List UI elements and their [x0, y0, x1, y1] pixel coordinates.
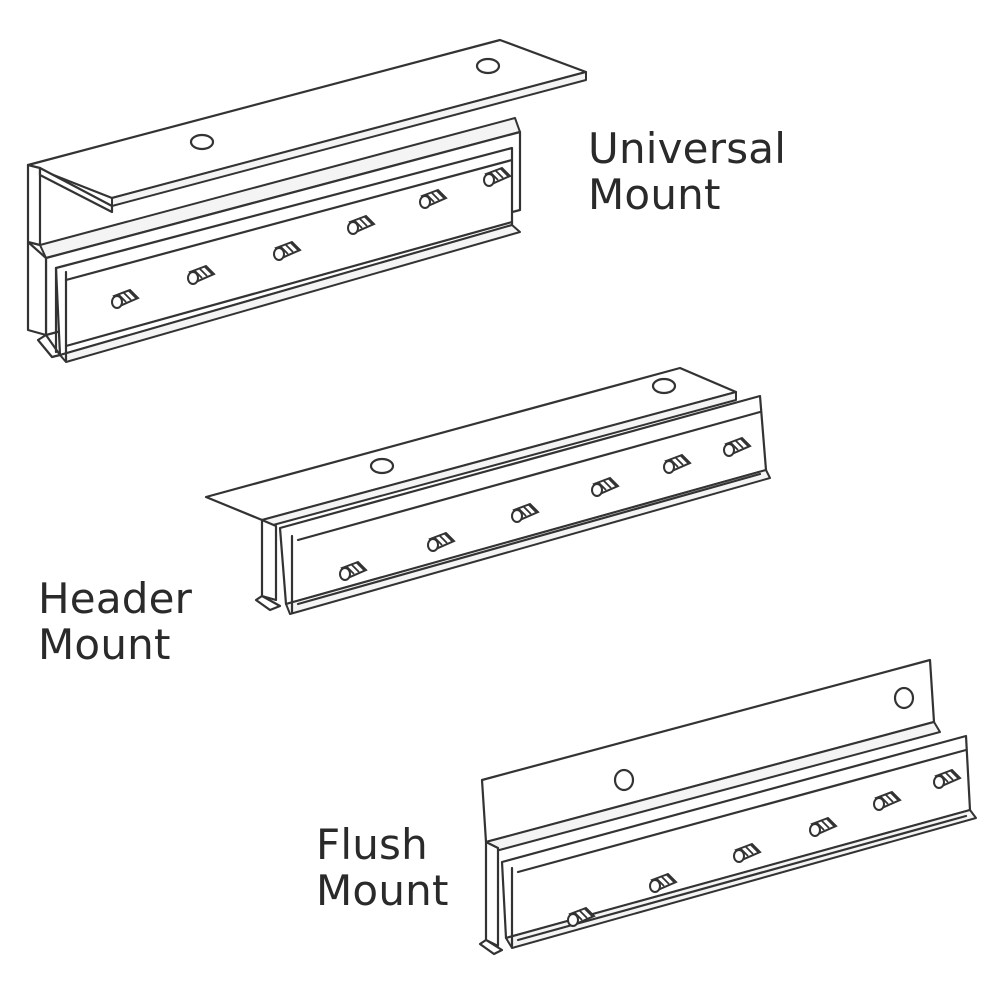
stud-icon — [511, 502, 540, 523]
stud-icon — [873, 790, 902, 811]
flush-mount-label-line2: Mount — [316, 866, 449, 915]
header-mount-label-line1: Header — [38, 574, 193, 623]
stud-icon — [723, 436, 752, 457]
header-mount-label-line2: Mount — [38, 620, 171, 669]
universal-mount-label-line1: Universal — [588, 124, 787, 173]
flush-mount-bracket-icon — [478, 658, 977, 956]
stud-icon — [111, 288, 140, 309]
universal-mount-label: Universal Mount — [588, 126, 786, 218]
header-mount-label: Header Mount — [38, 576, 192, 668]
stud-icon — [347, 214, 376, 235]
studs-layer — [111, 166, 962, 927]
flush-mount-label: Flush Mount — [316, 822, 449, 914]
stud-icon — [419, 188, 448, 209]
stud-icon — [663, 453, 692, 474]
stud-icon — [591, 476, 620, 497]
flush-mount-label-line1: Flush — [316, 820, 428, 869]
header-mount-bracket-icon — [204, 366, 771, 615]
stud-icon — [567, 906, 596, 927]
stud-icon — [483, 166, 512, 187]
stud-icon — [733, 842, 762, 863]
stud-icon — [649, 872, 678, 893]
stud-icon — [809, 816, 838, 837]
stud-icon — [933, 768, 962, 789]
stud-icon — [273, 240, 302, 261]
stud-icon — [339, 560, 368, 581]
universal-mount-label-line2: Mount — [588, 170, 721, 219]
universal-mount-bracket-icon — [26, 38, 588, 363]
stud-icon — [187, 264, 216, 285]
stud-icon — [427, 531, 456, 552]
